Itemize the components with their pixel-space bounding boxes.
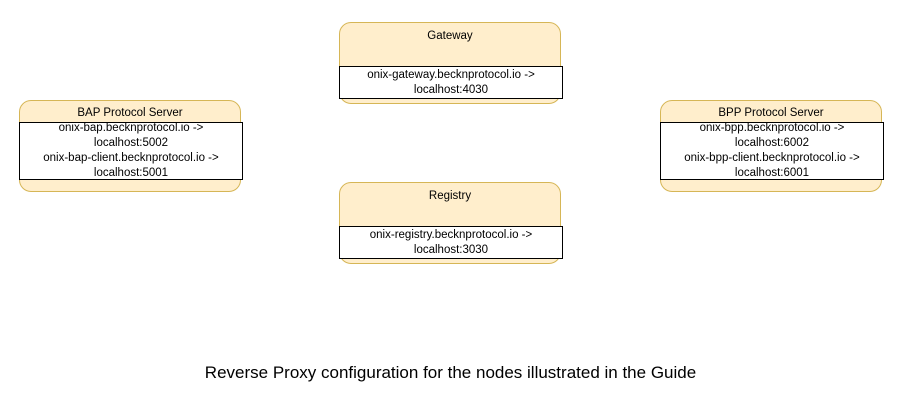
node-title: Gateway	[427, 30, 473, 42]
node-registry[interactable]: Registry onix-registry.becknprotocol.io …	[339, 182, 563, 264]
config-line: localhost:6001	[734, 167, 810, 179]
config-line: onix-bpp.becknprotocol.io ->	[699, 122, 845, 134]
config-line: localhost:5002	[93, 137, 169, 149]
node-title: BPP Protocol Server	[718, 107, 824, 119]
node-title: Registry	[428, 190, 472, 202]
config-line: localhost:4030	[413, 83, 489, 96]
config-line: onix-bap.becknprotocol.io ->	[58, 122, 204, 134]
node-title: BAP Protocol Server	[77, 107, 183, 119]
config-line: onix-gateway.becknprotocol.io ->	[367, 68, 535, 81]
config-panel-bpp: onix-bpp.becknprotocol.io -> localhost:6…	[660, 122, 884, 180]
config-line: localhost:3030	[413, 243, 489, 256]
config-line: localhost:5001	[93, 167, 169, 179]
diagram-caption: Reverse Proxy configuration for the node…	[204, 363, 697, 382]
node-bpp-protocol-server[interactable]: BPP Protocol Server onix-bpp.becknprotoc…	[660, 100, 884, 192]
config-panel-registry: onix-registry.becknprotocol.io -> localh…	[339, 226, 563, 259]
config-line: localhost:6002	[734, 137, 810, 149]
config-line: onix-bap-client.becknprotocol.io ->	[43, 152, 219, 164]
config-panel-gateway: onix-gateway.becknprotocol.io -> localho…	[339, 66, 563, 99]
config-line: onix-registry.becknprotocol.io ->	[369, 228, 533, 241]
node-gateway[interactable]: Gateway onix-gateway.becknprotocol.io ->…	[339, 22, 563, 104]
config-panel-bap: onix-bap.becknprotocol.io -> localhost:5…	[19, 122, 243, 180]
node-bap-protocol-server[interactable]: BAP Protocol Server onix-bap.becknprotoc…	[19, 100, 243, 192]
config-line: onix-bpp-client.becknprotocol.io ->	[684, 152, 860, 164]
